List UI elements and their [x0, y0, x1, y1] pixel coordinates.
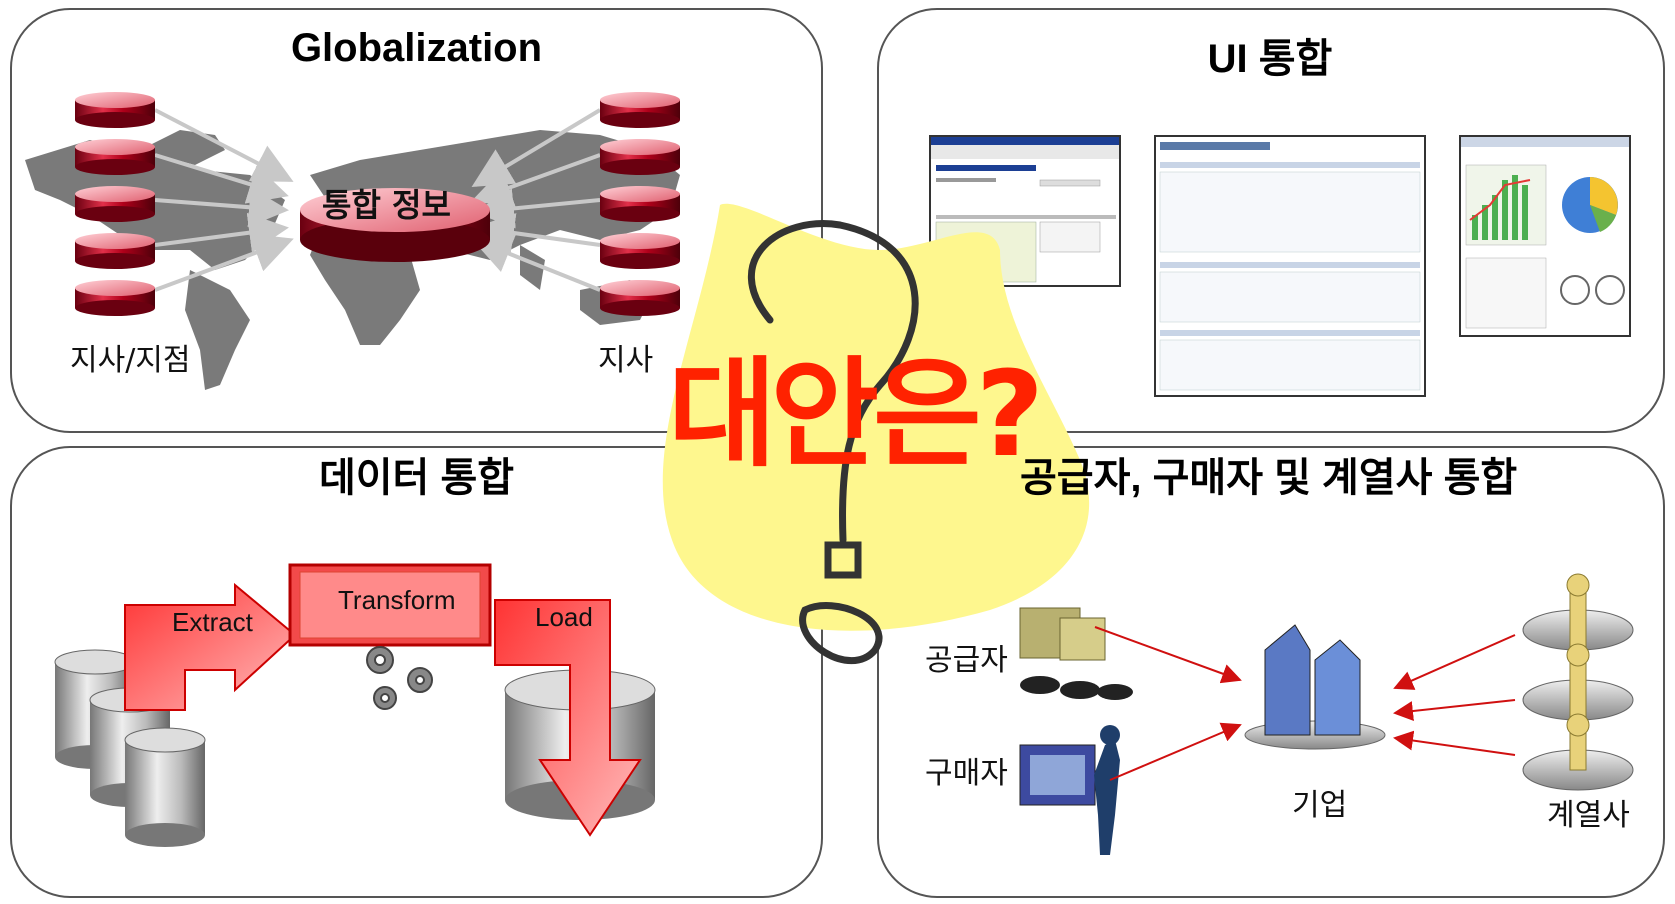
ui-screenshot-3 — [1459, 135, 1631, 337]
ui-screenshot-2 — [1154, 135, 1426, 397]
branch-databases-left — [75, 92, 155, 316]
extract-label: Extract — [172, 607, 253, 637]
question-mark-icon — [747, 220, 919, 665]
load-arrow — [494, 599, 642, 837]
data-integration-title: 데이터 통합 — [318, 456, 515, 500]
integrated-info-label: 통합 정보 — [322, 186, 451, 224]
transform-label: Transform — [338, 585, 456, 615]
branch-label-right: 지사 — [598, 343, 654, 378]
gears-icon — [366, 646, 433, 710]
branch-label-left: 지사/지점 — [70, 343, 191, 378]
affiliate-icon — [1522, 573, 1634, 791]
enterprise-icon — [1244, 624, 1386, 750]
question-note-shape — [662, 203, 1090, 631]
integrated-info-disk — [300, 188, 490, 262]
alternative-question-text: 대안은? — [668, 345, 1044, 483]
supplier-icon — [1019, 607, 1133, 700]
supplier-label: 공급자 — [925, 643, 1008, 678]
globalization-title: Globalization — [290, 26, 543, 70]
partner-integration-title: 공급자, 구매자 및 계열사 통합 — [1020, 456, 1518, 500]
enterprise-label: 기업 — [1292, 788, 1348, 823]
ui-integration-title: UI 통합 — [1207, 37, 1333, 81]
branch-databases-right — [600, 92, 680, 316]
buyer-label: 구매자 — [925, 756, 1008, 791]
globalization-arrows — [154, 108, 602, 292]
extract-arrow — [124, 582, 297, 711]
affiliate-label: 계열사 — [1547, 798, 1630, 833]
partner-arrows — [1094, 626, 1516, 781]
load-label: Load — [535, 602, 593, 632]
buyer-icon — [1019, 725, 1120, 855]
